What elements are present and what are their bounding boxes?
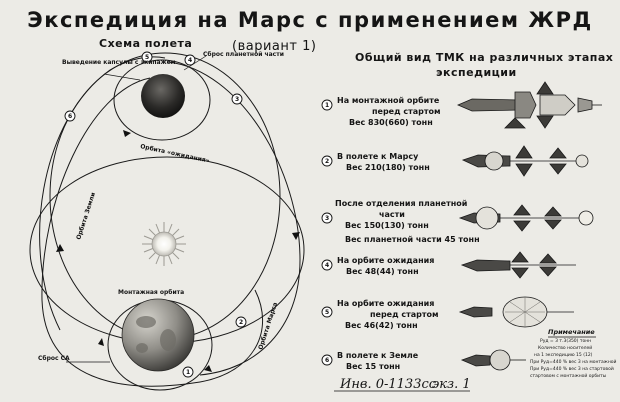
stage-marker-6-text: 6: [325, 357, 329, 364]
transfer-trajectory-left: [41, 77, 264, 387]
scheme-marker-1: 1: [182, 366, 194, 378]
stages-heading-line2: экспедиции: [436, 66, 517, 79]
scheme-marker-2: 2: [235, 316, 247, 328]
stage-4-line1: На орбите ожидания: [337, 256, 435, 265]
stage-2-weight: Вес 210(180) тонн: [346, 163, 430, 172]
stage-5-weight: Вес 46(42) тонн: [345, 321, 418, 330]
waiting-orbit: [113, 59, 211, 141]
scheme-marker-6: 6: [64, 110, 76, 122]
stage-marker-5: 5: [321, 306, 333, 318]
note-line-3: на 1 экспедицию 15 (12): [534, 353, 593, 358]
spacecraft-stage-1: [456, 81, 602, 129]
earth-orbit-label: Орбита Земли: [75, 192, 97, 241]
assembly-orbit-label: Монтажная орбита: [118, 289, 185, 296]
poster-title: Экспедиция на Марс с применением ЖРД: [27, 8, 593, 32]
sun-icon: [142, 222, 186, 266]
stage-1-line1: На монтажной орбите: [337, 96, 440, 105]
spacecraft-stage-6: [460, 349, 526, 371]
note-line-4: При Руд=440 % вес 3 на монтажной: [530, 360, 617, 365]
inventory-number: Инв. 0-1133сс: [340, 377, 437, 392]
stage-marker-1: 1: [321, 99, 333, 111]
spacecraft-stage-5: [458, 296, 574, 328]
stage-marker-2-text: 2: [325, 158, 329, 165]
flight-scheme-heading: Схема полета: [99, 37, 193, 50]
stage-marker-3: 3: [321, 212, 333, 224]
scheme-marker-1-text: 1: [186, 369, 190, 376]
spacecraft-stage-4: [460, 251, 576, 279]
scheme-marker-4-text: 4: [188, 57, 192, 64]
transfer-trajectory-right: [167, 61, 301, 376]
scheme-marker-2-text: 2: [239, 319, 243, 326]
stage-marker-5-text: 5: [325, 309, 329, 316]
ca-drop-label: Сброс СА: [38, 355, 70, 362]
mars-planet: [141, 74, 185, 118]
variant-label: (вариант 1): [232, 39, 317, 54]
scheme-marker-6-text: 6: [68, 113, 72, 120]
scheme-marker-5: 5: [141, 51, 153, 63]
note-line-1: Руд = 3 т.3(350) тонн: [540, 339, 592, 344]
stage-marker-4: 4: [321, 259, 333, 271]
stage-6-line1: В полете к Земле: [337, 351, 419, 360]
stage-2-line1: В полете к Марсу: [337, 152, 419, 161]
scheme-marker-3-text: 3: [235, 96, 239, 103]
capsule-label-line: Выведение капсулы с экипажем: [62, 59, 176, 66]
stage-3-line2: части: [379, 210, 405, 219]
scheme-marker-3: 3: [231, 93, 243, 105]
stage-marker-2: 2: [321, 155, 333, 167]
stage-3-weight: Вес 150(130) тонн: [345, 221, 429, 230]
spacecraft-stage-2: [461, 145, 589, 177]
spacecraft-stage-3: [458, 204, 594, 232]
stage-6-weight: Вес 15 тонн: [346, 362, 401, 371]
scheme-marker-4: 4: [184, 54, 196, 66]
stage-5-line1: На орбите ожидания: [337, 299, 435, 308]
earth-surface-pattern: [136, 316, 176, 353]
scheme-marker-5-text: 5: [145, 54, 149, 61]
stage-3-line1: После отделения планетной: [335, 199, 468, 208]
stage-1-line2: перед стартом: [372, 107, 441, 116]
stage-1-weight: Вес 830(660) тонн: [349, 118, 433, 127]
note-line-5: При Руд=440 % вес 3 на стартовой: [530, 367, 614, 372]
inventory-copy: экз. 1: [432, 377, 471, 392]
stage-marker-6: 6: [321, 354, 333, 366]
note-line-6: стартовом с монтажной орбиты: [530, 374, 607, 379]
stage-marker-1-text: 1: [325, 102, 329, 109]
stage-3-planetary-weight: Вес планетной части 45 тонн: [345, 235, 480, 244]
stage-marker-3-text: 3: [325, 215, 329, 222]
note-line-2: Количество носителей: [538, 346, 593, 351]
spacecraft-drawings: [456, 81, 602, 371]
stage-5-line2: перед стартом: [370, 310, 439, 319]
planetary-drop-label: Сброс планетной части: [203, 51, 284, 58]
stages-heading-line1: Общий вид ТМК на различных этапах: [355, 51, 614, 64]
mars-orbit-label: Орбита Марса: [257, 302, 279, 351]
trajectory-arrows: [56, 130, 300, 372]
note-heading: Примечание: [548, 328, 595, 336]
stage-marker-4-text: 4: [325, 262, 329, 269]
earth-planet: [121, 298, 195, 372]
waiting-orbit-label: Орбита «ожидания»: [140, 143, 211, 165]
stage-4-weight: Вес 48(44) тонн: [346, 267, 419, 276]
